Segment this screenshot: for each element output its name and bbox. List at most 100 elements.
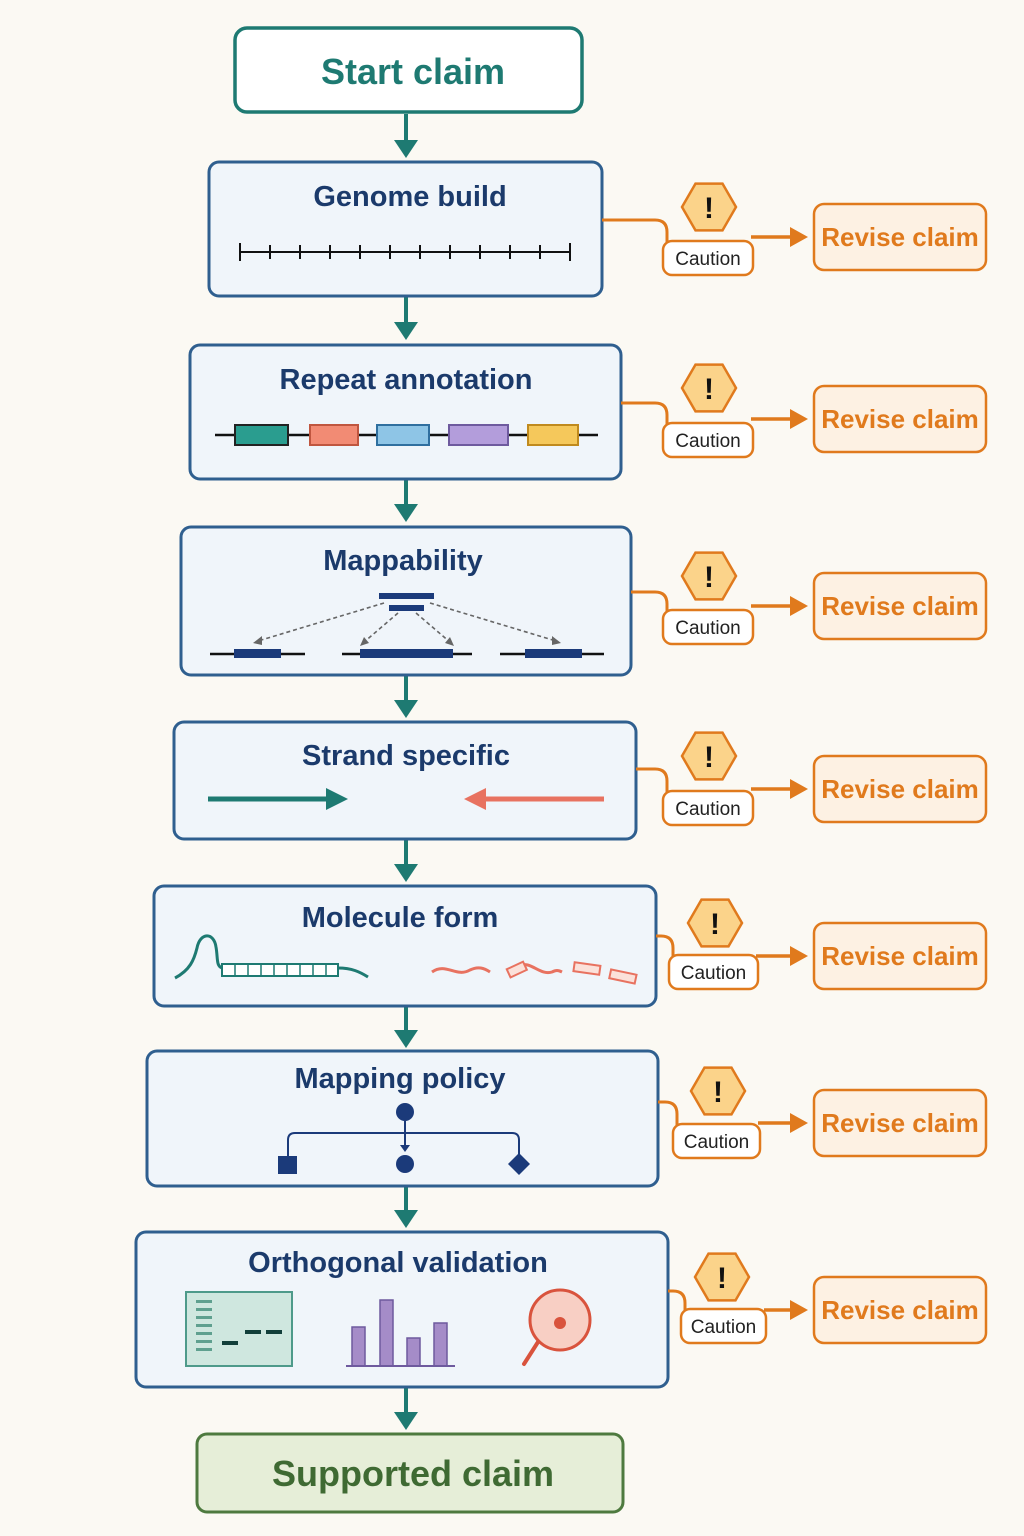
end-label: Supported claim — [272, 1453, 554, 1494]
caution-branch-2: ! Caution Revise claim — [621, 363, 988, 459]
warning-icon: ! — [689, 1066, 747, 1116]
warning-icon: ! — [680, 182, 738, 232]
branch-connector — [656, 934, 675, 959]
revise-claim-node: Revise claim — [812, 754, 988, 824]
multimap-reads-icon — [210, 593, 604, 658]
warning-icon: ! — [693, 1252, 751, 1302]
step-title: Genome build — [313, 181, 506, 213]
flow-arrow-5 — [394, 840, 418, 882]
warning-icon: ! — [680, 551, 738, 601]
flow-arrows — [394, 114, 418, 1430]
warning-icon: ! — [680, 363, 738, 413]
branch-connector — [631, 590, 669, 614]
revise-arrowhead — [790, 779, 808, 799]
warning-icon: ! — [686, 898, 744, 948]
revise-label: Revise claim — [821, 941, 979, 971]
step-molecule-form: Molecule form — [152, 884, 658, 1008]
molecule-form-icon — [174, 934, 638, 985]
magnifier-icon — [522, 1288, 592, 1366]
revise-arrowhead — [790, 946, 808, 966]
warning-glyph: ! — [704, 373, 714, 406]
revise-label: Revise claim — [821, 774, 979, 804]
caution-badge: Caution — [661, 608, 755, 646]
caution-label: Caution — [675, 618, 741, 639]
start-node: Start claim — [233, 26, 584, 114]
step-strand-specific: Strand specific — [172, 720, 638, 841]
branch-connector — [636, 767, 669, 795]
flow-arrow-3 — [394, 480, 418, 522]
step-mapping-policy: Mapping policy — [145, 1049, 660, 1188]
revise-label: Revise claim — [821, 591, 979, 621]
caution-branch-5: ! Caution Revise claim — [656, 898, 988, 991]
end-node: Supported claim — [195, 1432, 625, 1514]
flow-arrow-4 — [394, 676, 418, 718]
caution-label: Caution — [675, 799, 741, 820]
caution-branch-4: ! Caution Revise claim — [636, 731, 988, 827]
step-title: Molecule form — [302, 902, 499, 934]
warning-glyph: ! — [704, 741, 714, 774]
step-repeat-annotation: Repeat annotation — [188, 343, 623, 481]
warning-glyph: ! — [717, 1262, 727, 1295]
caution-badge: Caution — [661, 239, 755, 277]
step-mappability: Mappability — [179, 525, 633, 677]
revise-label: Revise claim — [821, 1295, 979, 1325]
revise-arrowhead — [790, 227, 808, 247]
warning-glyph: ! — [713, 1076, 723, 1109]
branch-connector — [668, 1289, 687, 1313]
caution-badge: Caution — [671, 1122, 762, 1160]
caution-branch-7: ! Caution Revise claim — [668, 1252, 988, 1345]
warning-glyph: ! — [704, 561, 714, 594]
revise-claim-node: Revise claim — [812, 571, 988, 641]
flow-arrow-8 — [394, 1388, 418, 1430]
caution-label: Caution — [675, 431, 741, 452]
gel-icon — [185, 1291, 293, 1367]
revise-label: Revise claim — [821, 222, 979, 252]
caution-label: Caution — [691, 1317, 757, 1338]
revise-arrowhead — [790, 409, 808, 429]
strand-arrows-icon — [208, 788, 604, 810]
warning-icon: ! — [680, 731, 738, 781]
flow-arrow-7 — [394, 1187, 418, 1228]
step-title: Repeat annotation — [280, 364, 533, 396]
caution-branch-6: ! Caution Revise claim — [658, 1066, 988, 1160]
flow-arrow-1 — [394, 114, 418, 158]
bar-chart-icon — [346, 1299, 455, 1367]
caution-badge: Caution — [661, 421, 755, 459]
revise-claim-node: Revise claim — [812, 202, 988, 272]
step-title: Strand specific — [302, 740, 510, 772]
revise-arrowhead — [790, 1113, 808, 1133]
step-title: Orthogonal validation — [248, 1247, 548, 1279]
revise-claim-node: Revise claim — [812, 1275, 988, 1345]
revise-arrowhead — [790, 596, 808, 616]
caution-branch-3: ! Caution Revise claim — [631, 551, 988, 646]
revise-label: Revise claim — [821, 1108, 979, 1138]
validation-assays-icon — [185, 1288, 592, 1367]
step-genome-build: Genome build — [207, 160, 604, 298]
step-orthogonal-validation: Orthogonal validation — [134, 1230, 670, 1389]
revise-claim-node: Revise claim — [812, 384, 988, 454]
branch-connector — [621, 401, 669, 427]
step-title: Mapping policy — [294, 1063, 505, 1095]
caution-badge: Caution — [667, 953, 760, 991]
step-title: Mappability — [323, 545, 483, 577]
caution-label: Caution — [681, 963, 747, 984]
caution-branch-1: ! Caution Revise claim — [602, 182, 988, 277]
flow-arrow-2 — [394, 297, 418, 340]
start-label: Start claim — [321, 51, 505, 92]
caution-badge: Caution — [679, 1307, 768, 1345]
branch-connector — [658, 1100, 679, 1128]
decision-tree-icon — [278, 1103, 530, 1175]
caution-badge: Caution — [661, 789, 755, 827]
caution-label: Caution — [675, 249, 741, 270]
flow-arrow-6 — [394, 1007, 418, 1048]
revise-claim-node: Revise claim — [812, 921, 988, 991]
warning-glyph: ! — [710, 908, 720, 941]
warning-glyph: ! — [704, 192, 714, 225]
revise-claim-node: Revise claim — [812, 1088, 988, 1158]
caution-label: Caution — [684, 1132, 750, 1153]
revise-label: Revise claim — [821, 404, 979, 434]
ruler-track-icon — [239, 243, 571, 261]
branch-connector — [602, 218, 669, 245]
